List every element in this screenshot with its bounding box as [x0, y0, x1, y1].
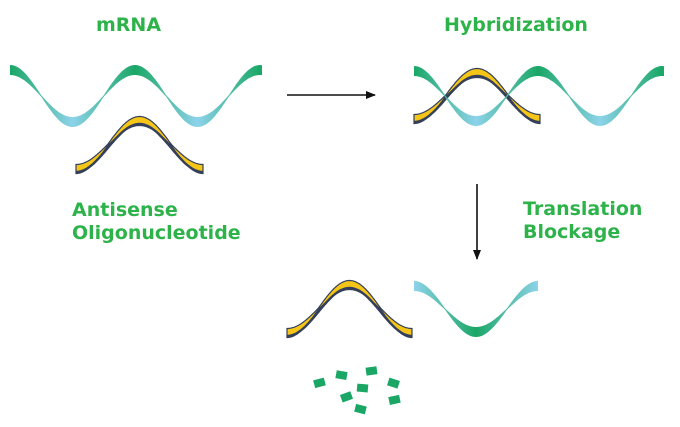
hybridized-complex — [413, 66, 664, 126]
blocked-mrna-ribbon — [414, 281, 538, 337]
fragment — [387, 377, 400, 389]
translation-blockage-label: Translation Blockage — [523, 198, 642, 244]
antisense-oligo-left — [75, 115, 204, 175]
fragment — [313, 377, 326, 389]
blocked-mrna-fragment — [414, 281, 538, 337]
translation-label-line2: Blockage — [523, 220, 621, 243]
mrna-label: mRNA — [96, 14, 162, 36]
fragment — [339, 391, 354, 403]
released-oligo-backbone — [286, 286, 413, 338]
bound-oligo-backbone — [413, 74, 541, 124]
hybridization-label: Hybridization — [444, 14, 588, 36]
fragment — [354, 403, 367, 415]
fragment — [388, 394, 401, 405]
antisense-label-line1: Antisense — [72, 199, 178, 221]
fragment — [365, 366, 378, 376]
antisense-label-line2: Oligonucleotide — [72, 221, 241, 244]
translation-label-line1: Translation — [523, 198, 643, 220]
oligo-backbone — [75, 122, 204, 174]
protein-fragment-icon — [313, 366, 401, 415]
fragment — [335, 370, 348, 380]
fragment — [356, 383, 369, 393]
antisense-oligonucleotide-label: Antisense Oligonucleotide — [72, 199, 241, 245]
released-oligo — [286, 279, 413, 339]
